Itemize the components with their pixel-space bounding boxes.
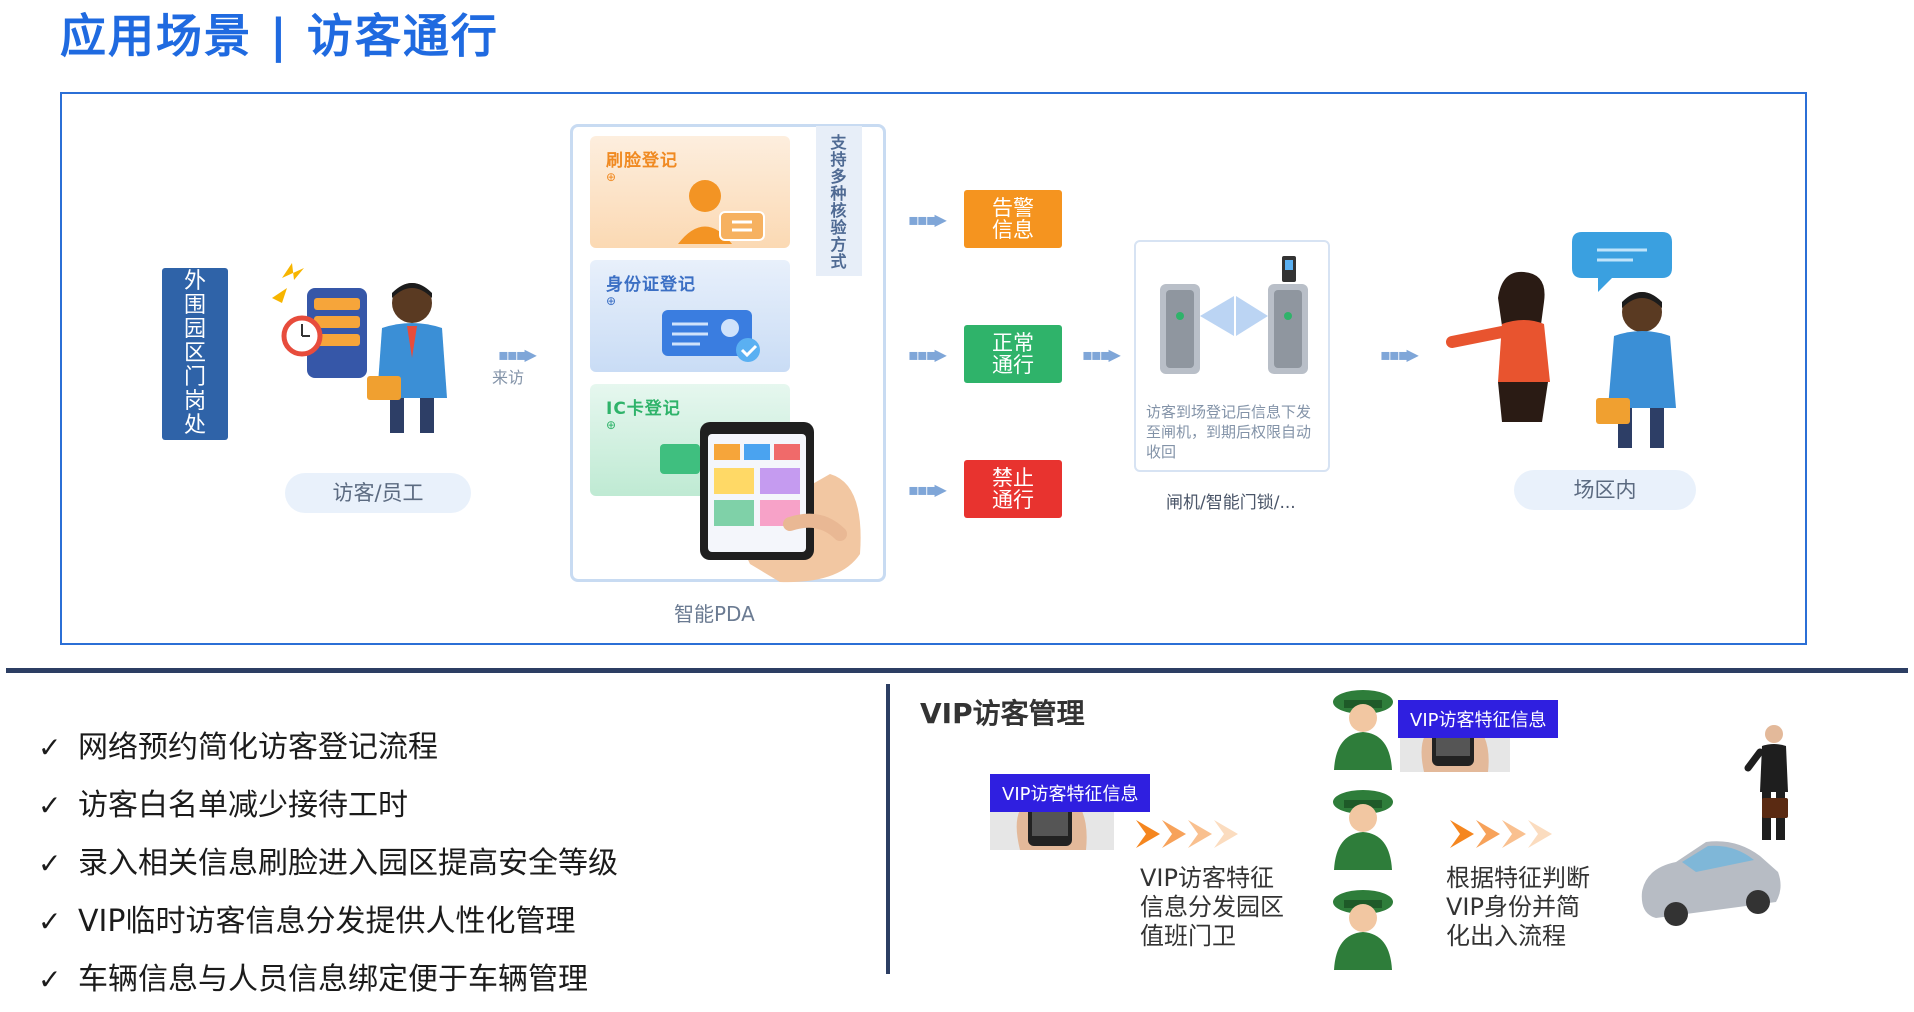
arrive-label: 来访 <box>492 368 525 387</box>
forbid-status-label: 禁止通行 <box>992 466 1034 512</box>
feature-item: ✓ 网络预约简化访客登记流程 <box>38 722 618 780</box>
pda-frame <box>570 124 886 582</box>
desc-line: VIP身份并简 <box>1446 893 1580 921</box>
vip-distribute-desc: VIP访客特征 信息分发园区 值班门卫 <box>1140 864 1284 951</box>
arrow-icon: ▪▪▪▶ <box>1082 345 1121 364</box>
checkmark-icon: ✓ <box>38 847 62 880</box>
chevron-arrows-icon <box>1450 820 1552 848</box>
vip-verify-desc: 根据特征判断 VIP身份并简 化出入流程 <box>1446 864 1590 951</box>
alarm-status-label: 告警信息 <box>992 196 1034 242</box>
section-divider <box>6 668 1908 673</box>
circle-arrow-icon: ⊕ <box>606 170 617 184</box>
businessman-icon <box>1744 725 1788 840</box>
feature-item: ✓ 录入相关信息刷脸进入园区提高安全等级 <box>38 838 618 896</box>
feature-text: 录入相关信息刷脸进入园区提高安全等级 <box>78 846 618 881</box>
arrow-icon: ▪▪▪▶ <box>908 210 947 229</box>
gate-caption: 闸机/智能门锁/... <box>1166 493 1296 513</box>
id-card-icon <box>662 310 760 362</box>
guard-icon <box>1333 890 1393 970</box>
feature-text: 访客白名单减少接待工时 <box>78 788 408 823</box>
gate-description: 访客到场登记后信息下发至闸机，到期后权限自动收回 <box>1146 403 1312 461</box>
gate-post-label: 外围园区门岗处 <box>183 269 206 438</box>
arrow-icon: ▪▪▪▶ <box>908 345 947 364</box>
desc-line: 信息分发园区 <box>1140 893 1284 921</box>
feature-item: ✓ 访客白名单减少接待工时 <box>38 780 618 838</box>
normal-status: 正常通行 <box>964 325 1062 383</box>
feature-item: ✓ VIP临时访客信息分发提供人性化管理 <box>38 896 618 954</box>
chevron-arrows-icon <box>1136 820 1238 848</box>
visitor-phone-illustration <box>272 263 447 433</box>
ic-register-label: IC卡登记 <box>606 399 681 419</box>
feature-text: 网络预约简化访客登记流程 <box>78 730 438 765</box>
page-title: 应用场景 | 访客通行 <box>60 9 499 63</box>
desc-line: 值班门卫 <box>1140 922 1236 950</box>
visitor-label: 访客/员工 <box>285 473 471 513</box>
checkmark-icon: ✓ <box>38 731 62 764</box>
desc-line: 化出入流程 <box>1446 922 1566 950</box>
park-label: 场区内 <box>1514 470 1696 510</box>
feature-text: VIP临时访客信息分发提供人性化管理 <box>78 904 576 939</box>
turnstile-icon <box>1160 256 1308 374</box>
gate-box: 访客到场登记后信息下发至闸机，到期后权限自动收回 <box>1134 240 1330 472</box>
arrow-icon: ▪▪▪▶ <box>908 480 947 499</box>
support-methods-tab: 支持多种核验方式 <box>816 126 862 276</box>
car-icon <box>1641 841 1781 926</box>
vip-feature-tag: VIP访客特征信息 <box>990 774 1151 812</box>
column-divider <box>886 684 890 974</box>
guard-icon <box>1333 790 1393 870</box>
arrow-icon: ▪▪▪▶ <box>498 345 537 364</box>
vip-feature-tag: VIP访客特征信息 <box>1398 700 1559 738</box>
checkmark-icon: ✓ <box>38 789 62 822</box>
people-talking-illustration <box>1446 232 1676 448</box>
desc-line: 根据特征判断 <box>1446 864 1590 892</box>
circle-arrow-icon: ⊕ <box>606 294 617 308</box>
id-register-card: 身份证登记 ⊕ <box>590 260 790 372</box>
pda-caption: 智能PDA <box>674 602 755 626</box>
checkmark-icon: ✓ <box>38 963 62 996</box>
forbid-status: 禁止通行 <box>964 460 1062 518</box>
vip-section-title: VIP访客管理 <box>920 697 1085 730</box>
feature-list: ✓ 网络预约简化访客登记流程 ✓ 访客白名单减少接待工时 ✓ 录入相关信息刷脸进入园区… <box>38 722 618 1012</box>
feature-text: 车辆信息与人员信息绑定便于车辆管理 <box>78 962 588 997</box>
support-methods-label: 支持多种核验方式 <box>830 133 847 271</box>
ic-card-icon <box>660 444 700 474</box>
pda-device-illustration <box>700 422 861 583</box>
guard-icon <box>1333 690 1393 770</box>
normal-status-label: 正常通行 <box>992 331 1034 377</box>
checkmark-icon: ✓ <box>38 905 62 938</box>
alarm-status: 告警信息 <box>964 190 1062 248</box>
face-register-card: 刷脸登记 ⊕ <box>590 136 790 248</box>
face-register-label: 刷脸登记 <box>606 151 678 171</box>
face-user-icon <box>678 180 765 244</box>
feature-item: ✓ 车辆信息与人员信息绑定便于车辆管理 <box>38 954 618 1012</box>
gate-post-bar: 外围园区门岗处 <box>162 268 228 440</box>
circle-arrow-icon: ⊕ <box>606 418 617 432</box>
desc-line: VIP访客特征 <box>1140 864 1274 892</box>
arrow-icon: ▪▪▪▶ <box>1380 345 1419 364</box>
id-register-label: 身份证登记 <box>606 275 696 295</box>
